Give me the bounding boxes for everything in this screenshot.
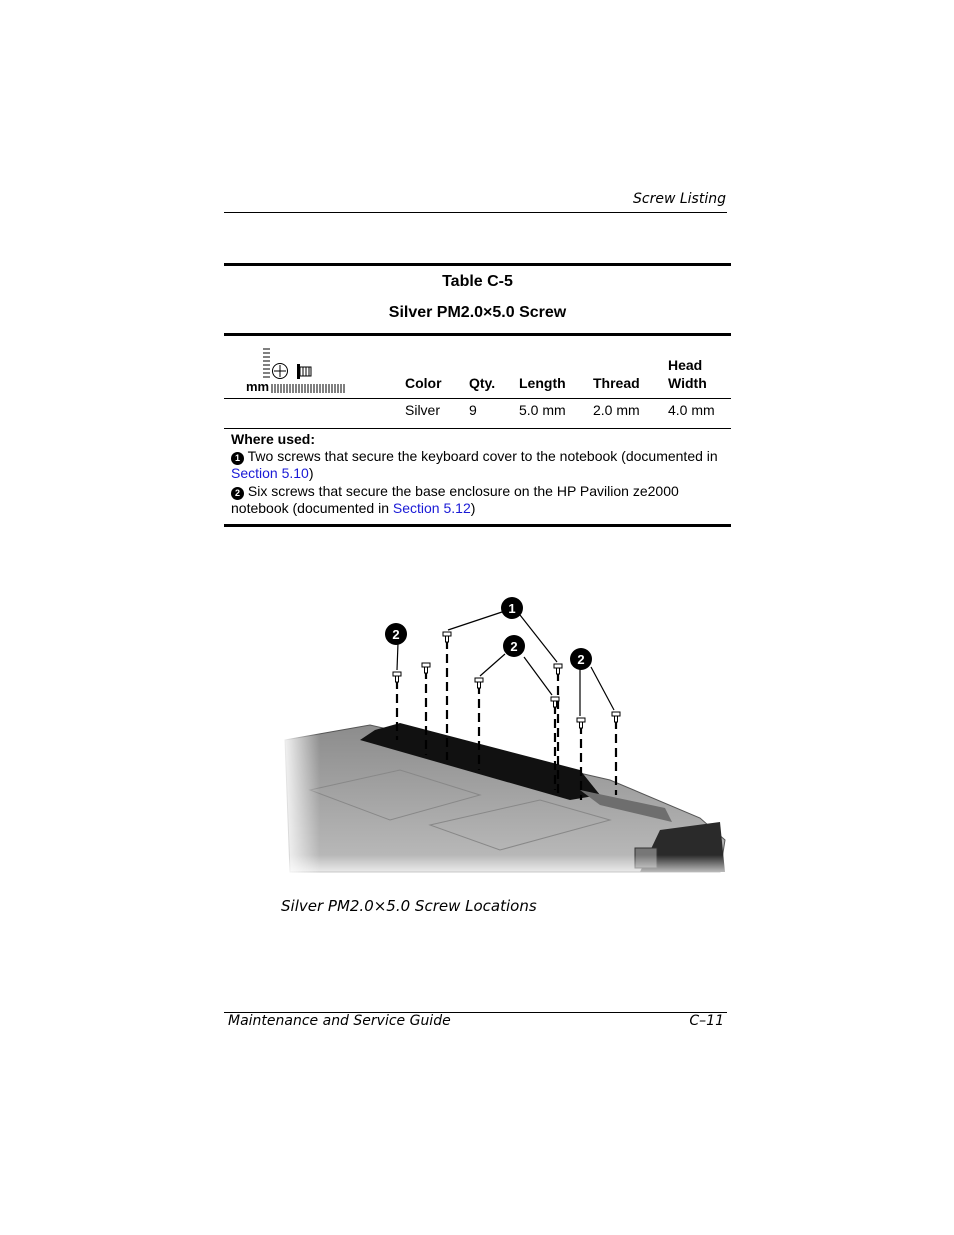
callout-2a-label: 2 — [392, 627, 399, 642]
close-paren: ) — [308, 465, 314, 481]
running-header: Screw Listing — [633, 191, 726, 207]
cell-length: 5.0 mm — [519, 402, 566, 418]
gauge-unit-label: mm — [246, 379, 270, 394]
header-row-rule — [224, 398, 731, 399]
data-row-rule — [224, 428, 731, 429]
where-used-item-2: 2 Six screws that secure the base enclos… — [231, 483, 726, 517]
table-title: Silver PM2.0×5.0 Screw — [388, 304, 567, 321]
footer-page-number: C–11 — [689, 1013, 724, 1029]
col-thread: Thread — [593, 375, 640, 391]
where-used-block: Where used: 1 Two screws that secure the… — [231, 431, 726, 517]
where-used-item-1-text: Two screws that secure the keyboard cove… — [247, 448, 718, 464]
figure-caption: Silver PM2.0×5.0 Screw Locations — [281, 897, 537, 915]
screw-location-illustration: 1 2 2 2 — [280, 597, 730, 880]
callout-1-icon: 1 — [231, 452, 244, 465]
screw-gauge-icon — [263, 348, 345, 393]
where-used-label: Where used: — [231, 431, 316, 447]
col-width: Width — [668, 375, 707, 391]
cell-thread: 2.0 mm — [593, 402, 640, 418]
footer-rule — [224, 1012, 727, 1013]
col-length: Length — [519, 375, 566, 391]
table-number: Table C-5 — [442, 273, 513, 290]
close-paren: ) — [470, 500, 476, 516]
table-bottom-rule — [224, 524, 731, 527]
section-5-10-link[interactable]: Section 5.10 — [231, 465, 309, 481]
callout-1-label: 1 — [508, 601, 515, 616]
callout-2-icon: 2 — [231, 487, 244, 500]
cell-head-width: 4.0 mm — [668, 402, 715, 418]
callout-2c-label: 2 — [577, 652, 584, 667]
callout-2b-label: 2 — [510, 639, 517, 654]
col-head: Head — [668, 357, 703, 373]
cell-color: Silver — [405, 402, 441, 418]
table-title-rule — [224, 333, 731, 336]
cell-qty: 9 — [469, 402, 477, 418]
callout-2c-marker: 2 — [570, 648, 592, 670]
col-qty: Qty. — [469, 375, 496, 391]
callout-2b-marker: 2 — [503, 635, 525, 657]
where-used-item-1: 1 Two screws that secure the keyboard co… — [231, 448, 726, 482]
where-used-item-2-text: Six screws that secure the base enclosur… — [231, 483, 679, 516]
callout-2a-marker: 2 — [385, 623, 407, 645]
section-5-12-link[interactable]: Section 5.12 — [392, 500, 471, 516]
col-color: Color — [405, 375, 442, 391]
footer-guide-title: Maintenance and Service Guide — [228, 1013, 451, 1029]
header-rule — [224, 212, 727, 213]
callout-1-marker: 1 — [501, 597, 523, 619]
table-top-rule — [224, 263, 731, 266]
